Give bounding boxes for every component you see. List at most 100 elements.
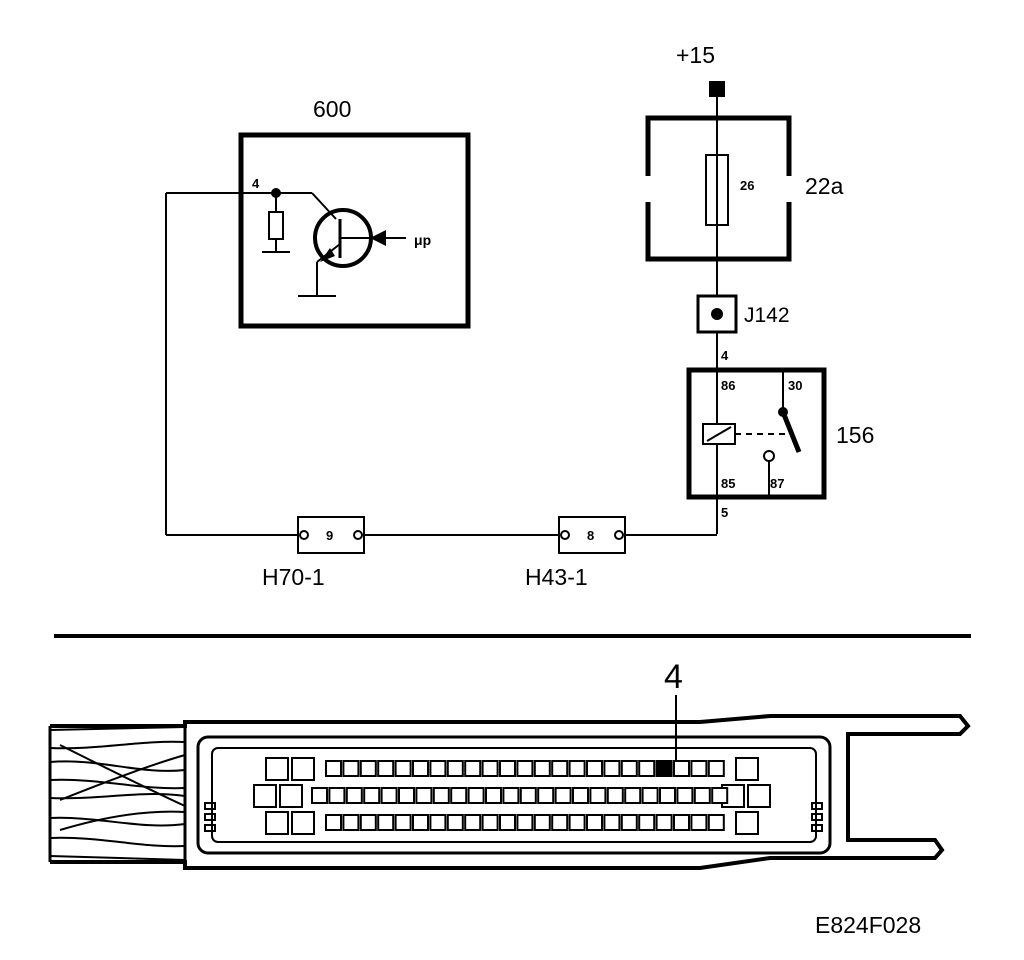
plug-pin bbox=[533, 814, 551, 831]
connector-h43-1: 8 H43-1 bbox=[525, 516, 626, 590]
plug-pin bbox=[690, 814, 708, 831]
plug-pin bbox=[359, 760, 377, 777]
mp-arrow-icon bbox=[370, 230, 386, 246]
plug-pin bbox=[450, 787, 468, 804]
plug-pin bbox=[603, 814, 621, 831]
plug-pin bbox=[412, 760, 429, 777]
plug-pin bbox=[707, 760, 725, 777]
plug-pin bbox=[519, 787, 537, 804]
wire-bundle bbox=[48, 726, 186, 862]
h43-label: H43-1 bbox=[525, 564, 588, 590]
plug-pin bbox=[446, 760, 464, 777]
plug-pin bbox=[359, 814, 377, 831]
ecu-label: 600 bbox=[313, 96, 351, 122]
plug-pin bbox=[516, 814, 534, 831]
plug-pin bbox=[464, 760, 482, 777]
plug-pin bbox=[467, 787, 485, 804]
plug-pin bbox=[499, 814, 516, 831]
pulldown-resistor bbox=[268, 211, 284, 240]
plug-pin bbox=[481, 814, 499, 831]
relay-label: 156 bbox=[836, 422, 874, 448]
relay-156: 86 30 85 87 156 5 bbox=[686, 367, 874, 534]
wire-pin-5: 5 bbox=[721, 505, 728, 520]
plug-pin bbox=[394, 760, 412, 777]
connector-j142: J142 4 bbox=[696, 294, 790, 370]
relay-pin-87: 87 bbox=[770, 476, 784, 491]
plug-pin bbox=[554, 787, 572, 804]
plug-pin bbox=[586, 814, 603, 831]
plug-pin bbox=[568, 814, 586, 831]
plug-pin bbox=[415, 787, 433, 804]
plug-pin bbox=[586, 760, 603, 777]
plug-pin bbox=[551, 760, 569, 777]
plug-pin bbox=[398, 787, 415, 804]
plug-pin bbox=[572, 787, 589, 804]
j142-label: J142 bbox=[744, 304, 790, 327]
plug-pin bbox=[638, 814, 656, 831]
plug-pin bbox=[659, 787, 676, 804]
fuse-number: 26 bbox=[740, 178, 754, 193]
plug-pin bbox=[432, 787, 450, 804]
pin-frame bbox=[196, 735, 832, 855]
plug-pin bbox=[345, 787, 363, 804]
plug-pin bbox=[589, 787, 607, 804]
mp-label: μp bbox=[414, 232, 431, 248]
plug-pin bbox=[707, 814, 725, 831]
ecu-pin-label: 4 bbox=[252, 176, 260, 191]
relay-pin-85: 85 bbox=[721, 476, 735, 491]
plug-pin bbox=[325, 814, 342, 831]
relay-pin-30: 30 bbox=[788, 378, 802, 393]
h70-pin: 9 bbox=[326, 528, 333, 543]
plug-pin bbox=[377, 814, 395, 831]
plug-pin bbox=[342, 760, 360, 777]
plug-pin bbox=[412, 814, 429, 831]
plug-pin bbox=[363, 787, 381, 804]
plug-pin bbox=[377, 760, 395, 777]
plug-pin bbox=[638, 760, 656, 777]
wire-pin-4: 4 bbox=[721, 348, 729, 363]
plug-pin bbox=[641, 787, 659, 804]
pin-rows bbox=[311, 760, 729, 831]
plug-pin bbox=[673, 814, 690, 831]
plug-pin bbox=[464, 814, 482, 831]
relay-box bbox=[686, 367, 827, 500]
ecu-box bbox=[238, 132, 471, 329]
plug-housing bbox=[50, 714, 971, 870]
plug-pin bbox=[676, 787, 694, 804]
ecu-plug-drawing: 4 bbox=[48, 658, 971, 870]
plug-pin bbox=[711, 787, 729, 804]
ecu-600: 600 4 μp bbox=[238, 96, 471, 329]
plug-pin bbox=[485, 787, 502, 804]
plug-pin bbox=[551, 814, 569, 831]
h70-label: H70-1 bbox=[262, 564, 325, 590]
plug-pin bbox=[603, 760, 621, 777]
plug-pin bbox=[620, 760, 638, 777]
plug-pin bbox=[655, 814, 673, 831]
plug-pin-4-highlighted bbox=[655, 760, 673, 777]
plug-pin bbox=[533, 760, 551, 777]
plug-pin bbox=[481, 760, 499, 777]
h43-pin: 8 bbox=[587, 528, 594, 543]
plug-pin bbox=[690, 760, 708, 777]
plug-pin bbox=[502, 787, 520, 804]
plug-pin bbox=[328, 787, 346, 804]
plug-pin bbox=[446, 814, 464, 831]
fuse-box-label: 22a bbox=[805, 173, 844, 199]
supply-terminal bbox=[709, 81, 725, 97]
plug-pin bbox=[342, 814, 360, 831]
plug-pin bbox=[624, 787, 642, 804]
plug-pin bbox=[429, 760, 447, 777]
plug-pin bbox=[537, 787, 555, 804]
plug-pin bbox=[499, 760, 516, 777]
plug-pin bbox=[693, 787, 711, 804]
plug-pin bbox=[516, 760, 534, 777]
plug-pin bbox=[673, 760, 690, 777]
harness-wiring bbox=[165, 192, 717, 536]
relay-switch-blade bbox=[780, 411, 802, 453]
plug-pin bbox=[606, 787, 624, 804]
plug-pin bbox=[380, 787, 398, 804]
fuse-box-frame bbox=[645, 115, 792, 262]
relay-pin-86: 86 bbox=[721, 378, 735, 393]
plug-pin bbox=[325, 760, 342, 777]
